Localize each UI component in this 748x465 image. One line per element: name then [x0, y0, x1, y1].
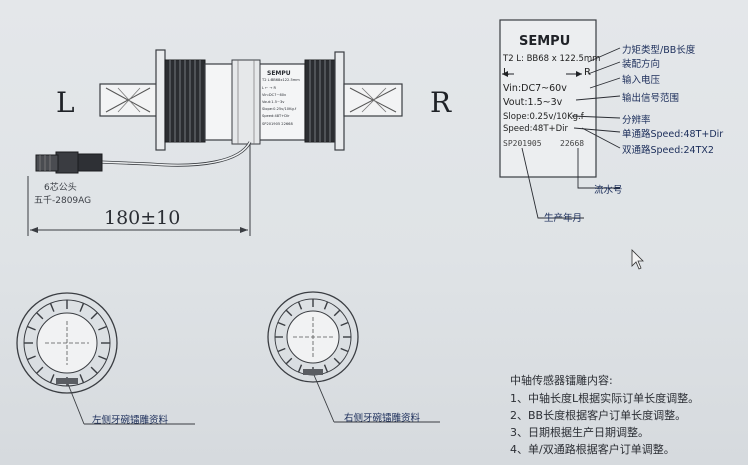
side-right-label: R — [430, 86, 452, 119]
sensor-body-line: Vout:1.5~3v — [262, 100, 285, 104]
callout-production-date: 生产年月 — [544, 213, 583, 224]
sensor-body-brand: SEMPU — [267, 70, 291, 77]
sensor-body-line: Speed:48T+Dir — [262, 114, 290, 118]
panel-dir-left: L — [503, 67, 509, 78]
note-item: 1、中轴长度L根据实际订单长度调整。 — [510, 392, 700, 405]
notes-title: 中轴传感器镭雕内容: — [510, 374, 613, 387]
sensor-body-line: Vin:DC7~60v — [262, 93, 287, 97]
panel-dir-right: R — [584, 67, 591, 78]
panel-serial-left: SP201905 — [503, 139, 542, 148]
callout-resolution: 分辨率 — [622, 115, 651, 126]
callout-type-length: 力矩类型/BB长度 — [622, 45, 696, 56]
right-ring-caption: 右侧牙碗镭雕资料 — [344, 413, 421, 424]
note-item: 3、日期根据生产日期调整。 — [510, 426, 649, 439]
right-ring-view — [267, 291, 440, 423]
panel-vout: Vout:1.5~3v — [503, 97, 563, 108]
connector-label-1: 6芯公头 — [44, 183, 77, 193]
callout-output-range: 输出信号范围 — [622, 93, 680, 104]
callout-serial-number: 流水号 — [594, 185, 623, 196]
left-ring-view — [16, 292, 195, 425]
panel-vin: Vin:DC7~60v — [503, 83, 567, 94]
callout-single-channel: 单通路Speed:48T+Dir — [622, 129, 724, 140]
panel-brand: SEMPU — [519, 34, 571, 49]
callout-input-voltage: 输入电压 — [622, 75, 661, 86]
note-item: 4、单/双通路根据客户订单调整。 — [510, 443, 675, 456]
panel-type-length: T2 L: BB68 x 122.5mm — [503, 54, 601, 64]
left-ring-caption: 左侧牙碗镭雕资料 — [92, 415, 169, 426]
sensor-body-label: SEMPU T2 L:BB68x122.5mm L ← → R Vin:DC7~… — [262, 70, 304, 136]
sensor-body-line: T2 L:BB68x122.5mm — [262, 78, 300, 82]
sensor-body-line: L ← → R — [262, 86, 276, 90]
sensor-body-line: SP201905 22668 — [262, 122, 293, 126]
connector-label-2: 五千-2809AG — [34, 196, 92, 206]
callout-install-direction: 装配方向 — [622, 59, 661, 70]
dimension-length: 180±10 — [104, 207, 181, 229]
mouse-cursor-icon — [631, 249, 644, 270]
panel-serial-right: 22668 — [560, 139, 585, 148]
panel-slope: Slope:0.25v/10Kg.f — [503, 112, 584, 122]
sensor-body-line: Slope:0.25v/10Kg.f — [262, 107, 297, 111]
panel-speed: Speed:48T+Dir — [503, 124, 569, 134]
callout-dual-channel: 双通路Speed:24TX2 — [622, 145, 714, 156]
note-item: 2、BB长度根据客户订单长度调整。 — [510, 409, 687, 422]
side-left-label: L — [56, 86, 75, 119]
